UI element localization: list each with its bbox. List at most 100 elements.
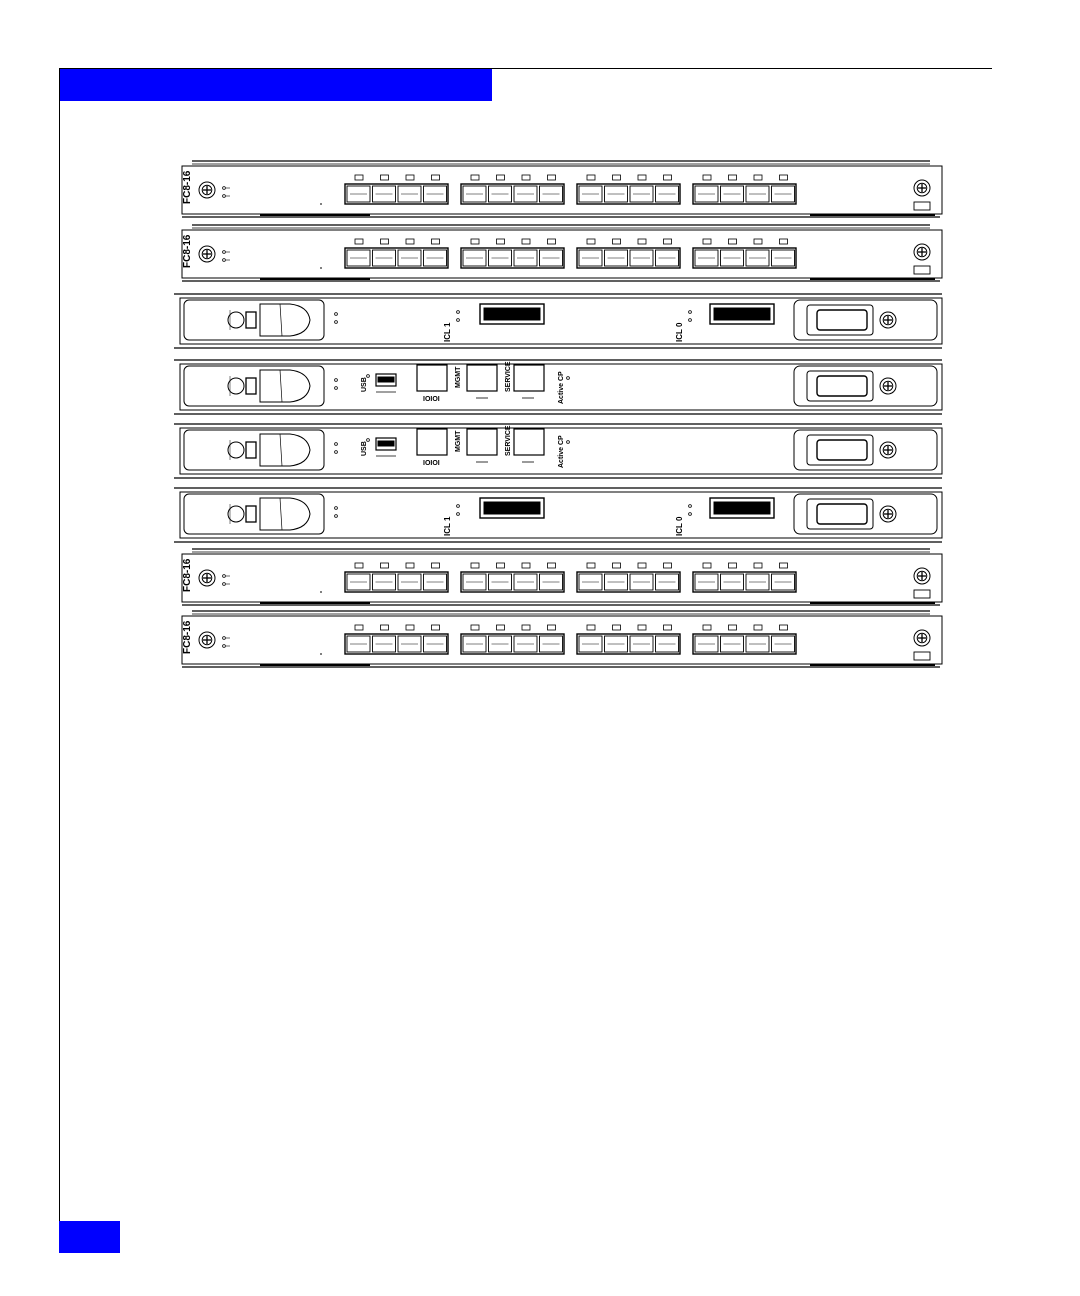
handle-housing bbox=[794, 430, 937, 470]
port-led bbox=[638, 175, 646, 180]
port-led bbox=[355, 563, 363, 568]
outline-line bbox=[280, 370, 282, 402]
active-cp-label: Active CP bbox=[558, 435, 565, 468]
icl-connector-slot bbox=[484, 308, 540, 320]
port-led bbox=[406, 625, 414, 630]
port-led bbox=[703, 239, 711, 244]
service-port bbox=[514, 429, 544, 455]
ejector-handle bbox=[260, 304, 310, 336]
port-led bbox=[471, 625, 479, 630]
ejector-lever bbox=[246, 442, 256, 458]
ejector-screw-icon bbox=[228, 312, 244, 328]
port-led bbox=[664, 239, 672, 244]
led-icon bbox=[223, 583, 226, 586]
ejector-lever bbox=[246, 378, 256, 394]
ejector-housing bbox=[184, 300, 324, 340]
led-icon bbox=[223, 637, 226, 640]
port-led bbox=[729, 625, 737, 630]
blade-name-label: FC8-16 bbox=[182, 620, 193, 654]
port-led bbox=[522, 563, 530, 568]
usb-label: USB bbox=[361, 377, 368, 392]
port-led bbox=[587, 625, 595, 630]
blade-name-label: FC8-16 bbox=[182, 170, 193, 204]
icl-label: ICL 0 bbox=[675, 322, 684, 342]
led-icon bbox=[223, 645, 226, 648]
led-icon bbox=[457, 311, 460, 314]
icl-connector-slot bbox=[484, 502, 540, 514]
icl-label: ICL 1 bbox=[443, 322, 452, 342]
port-led bbox=[548, 239, 556, 244]
led-icon bbox=[223, 259, 226, 262]
led-icon bbox=[457, 505, 460, 508]
port-led bbox=[613, 175, 621, 180]
blade-faceplate bbox=[182, 554, 942, 602]
ejector-handle bbox=[260, 498, 310, 530]
port-led bbox=[729, 175, 737, 180]
port-led bbox=[613, 563, 621, 568]
led-icon bbox=[689, 311, 692, 314]
port-led bbox=[497, 625, 505, 630]
port-led bbox=[522, 625, 530, 630]
port-led bbox=[754, 625, 762, 630]
port-led bbox=[381, 175, 389, 180]
ejector-latch bbox=[914, 652, 930, 660]
port-led bbox=[664, 175, 672, 180]
service-label: SERVICE bbox=[505, 425, 512, 456]
blade-name-label: FC8-16 bbox=[182, 234, 193, 268]
ejector-handle bbox=[260, 434, 310, 466]
handle-grip bbox=[817, 504, 867, 524]
led-icon bbox=[335, 379, 338, 382]
port-led bbox=[548, 563, 556, 568]
port-led bbox=[471, 175, 479, 180]
port-led bbox=[497, 239, 505, 244]
port-led bbox=[381, 563, 389, 568]
ejector-latch bbox=[914, 202, 930, 210]
serial-port bbox=[417, 365, 447, 391]
port-led bbox=[406, 175, 414, 180]
port-led bbox=[613, 625, 621, 630]
port-led bbox=[432, 239, 440, 244]
service-label: SERVICE bbox=[505, 361, 512, 392]
port-led bbox=[703, 625, 711, 630]
port-led bbox=[780, 239, 788, 244]
outline-line bbox=[280, 434, 282, 466]
port-led bbox=[664, 625, 672, 630]
port-led bbox=[548, 625, 556, 630]
port-led bbox=[729, 563, 737, 568]
blade-port: FC8-16 bbox=[182, 225, 942, 281]
led-icon bbox=[367, 439, 370, 442]
usb-port-tongue bbox=[378, 441, 394, 446]
serial-port bbox=[417, 429, 447, 455]
icl-connector-slot bbox=[714, 308, 770, 320]
port-led bbox=[355, 239, 363, 244]
blade-port: FC8-16 bbox=[182, 549, 942, 605]
led-icon bbox=[223, 187, 226, 190]
port-led bbox=[703, 563, 711, 568]
port-led bbox=[587, 563, 595, 568]
blade-port: FC8-16 bbox=[182, 161, 942, 217]
port-led bbox=[587, 239, 595, 244]
ejector-housing bbox=[184, 366, 324, 406]
port-led bbox=[355, 625, 363, 630]
mgmt-port bbox=[467, 429, 497, 455]
led-icon bbox=[335, 313, 338, 316]
port-led bbox=[754, 175, 762, 180]
led-icon bbox=[367, 375, 370, 378]
led-icon bbox=[335, 443, 338, 446]
serial-label: IOIOI bbox=[423, 396, 440, 403]
handle-grip bbox=[817, 440, 867, 460]
led-icon bbox=[335, 451, 338, 454]
handle-housing bbox=[794, 494, 937, 534]
blade-cr: ICL 1 ICL 0 bbox=[174, 294, 942, 348]
mgmt-label: MGMT bbox=[455, 366, 462, 388]
left-margin-rule bbox=[59, 69, 60, 1253]
ejector-screw-icon bbox=[228, 378, 244, 394]
port-led bbox=[471, 563, 479, 568]
led-icon bbox=[223, 251, 226, 254]
port-led bbox=[703, 175, 711, 180]
icl-connector-slot bbox=[714, 502, 770, 514]
icl-label: ICL 1 bbox=[443, 516, 452, 536]
chassis-diagram: FC8-16FC8-16ICL 1ICL 0USBIOIOIMGMTSERVIC… bbox=[170, 150, 960, 670]
port-led bbox=[381, 239, 389, 244]
